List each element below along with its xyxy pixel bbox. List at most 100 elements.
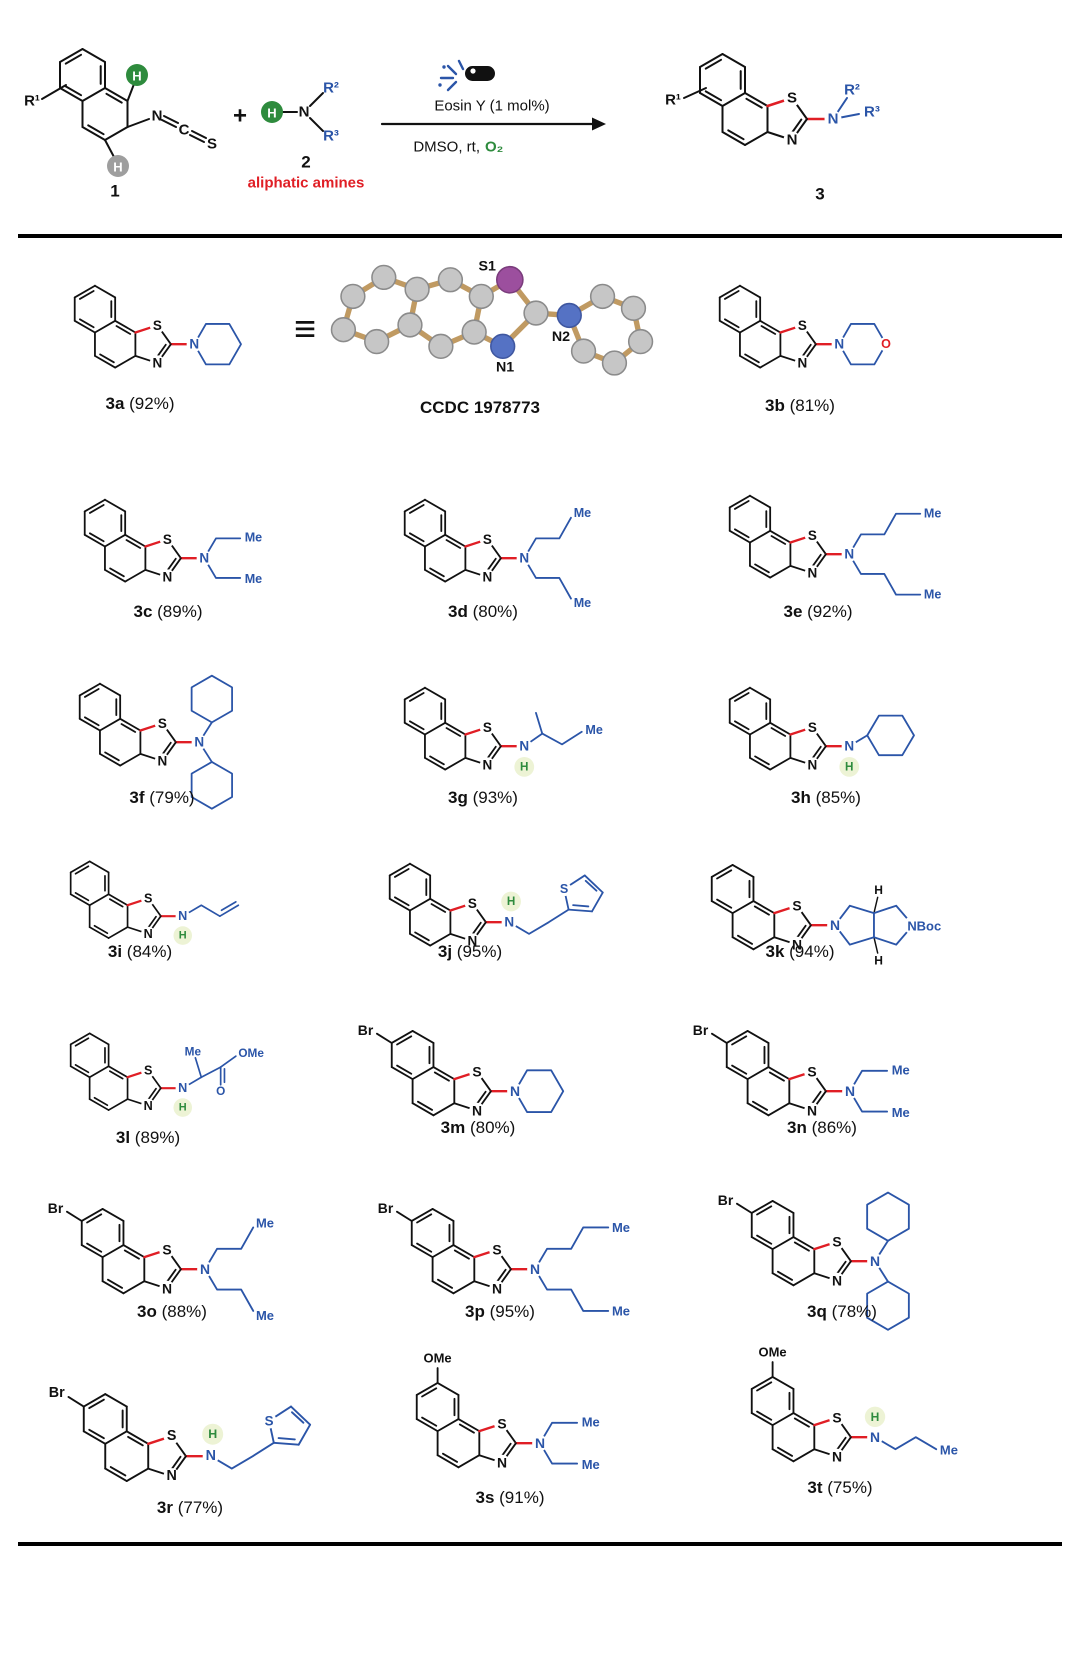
compound-yield: (93%) xyxy=(467,788,518,807)
svg-text:N: N xyxy=(199,551,209,566)
svg-text:N: N xyxy=(152,108,163,125)
compound-yield: (86%) xyxy=(806,1118,857,1137)
separator-bottom xyxy=(18,1542,1062,1546)
compound-id: 3i xyxy=(107,942,123,961)
svg-text:R³: R³ xyxy=(323,128,339,145)
svg-text:OMe: OMe xyxy=(424,1350,452,1365)
svg-text:R²: R² xyxy=(844,82,860,99)
compound-label-3a: 3a (92%) xyxy=(106,394,175,414)
svg-text:H: H xyxy=(507,895,515,908)
compound-id: 3h xyxy=(791,788,811,807)
compound-id: 3a xyxy=(105,394,125,413)
svg-text:N: N xyxy=(483,570,493,585)
svg-text:S: S xyxy=(468,896,477,911)
svg-text:H: H xyxy=(208,1427,217,1441)
svg-text:S: S xyxy=(560,882,568,896)
svg-text:S: S xyxy=(832,1410,841,1426)
svg-text:N: N xyxy=(468,934,478,949)
svg-text:N: N xyxy=(206,1448,216,1464)
compound-yield: (77%) xyxy=(173,1498,224,1517)
compound-yield: (75%) xyxy=(822,1478,873,1497)
compound-id: 3q xyxy=(807,1302,827,1321)
svg-text:OMe: OMe xyxy=(759,1344,787,1359)
svg-text:S: S xyxy=(144,1063,152,1077)
svg-text:N2: N2 xyxy=(552,329,570,345)
compound-id: 3t xyxy=(807,1478,823,1497)
svg-text:R¹: R¹ xyxy=(24,93,40,110)
compound-id: 3k xyxy=(765,942,785,961)
svg-text:Me: Me xyxy=(892,1105,910,1120)
svg-text:Me: Me xyxy=(256,1215,274,1230)
compound-yield: (84%) xyxy=(122,942,173,961)
svg-text:3: 3 xyxy=(815,185,824,204)
svg-text:N1: N1 xyxy=(496,360,514,376)
svg-text:N: N xyxy=(162,1281,172,1297)
compound-id: 3l xyxy=(115,1128,131,1147)
svg-text:S: S xyxy=(144,891,152,905)
svg-text:H: H xyxy=(845,760,853,773)
compound-yield: (95%) xyxy=(484,1302,535,1321)
compound-label-3o: 3o (88%) xyxy=(137,1302,207,1322)
svg-text:S: S xyxy=(162,1242,171,1258)
svg-text:N: N xyxy=(510,1083,520,1099)
compound-label-3b: 3b (81%) xyxy=(765,396,835,416)
compound-label-3f: 3f (79%) xyxy=(129,788,194,808)
svg-text:S: S xyxy=(492,1242,501,1258)
svg-text:S1: S1 xyxy=(479,259,497,275)
svg-text:N: N xyxy=(189,337,199,352)
svg-text:N: N xyxy=(807,1103,817,1119)
svg-text:N: N xyxy=(808,566,818,581)
svg-text:OMe: OMe xyxy=(238,1047,264,1060)
svg-text:Br: Br xyxy=(378,1200,394,1216)
compound-label-3j: 3j (95%) xyxy=(438,942,502,962)
svg-text:N: N xyxy=(194,735,204,750)
svg-text:N: N xyxy=(163,570,173,585)
svg-text:R²: R² xyxy=(323,80,339,97)
svg-text:N: N xyxy=(299,104,310,121)
svg-text:N: N xyxy=(497,1455,507,1471)
structure-3a: SNN xyxy=(73,284,242,371)
structure-3f: SNN xyxy=(78,674,233,810)
svg-text:aliphatic amines: aliphatic amines xyxy=(248,175,365,192)
svg-text:Me: Me xyxy=(245,572,262,586)
compound-label-3r: 3r (77%) xyxy=(157,1498,223,1518)
compound-id: 3p xyxy=(465,1302,485,1321)
svg-text:C: C xyxy=(179,122,190,139)
svg-text:O: O xyxy=(216,1085,225,1098)
svg-text:H: H xyxy=(179,930,187,942)
svg-text:N: N xyxy=(483,758,493,773)
compound-id: 3e xyxy=(783,602,803,621)
svg-text:N: N xyxy=(535,1435,545,1451)
svg-text:N: N xyxy=(472,1103,482,1119)
compound-yield: (89%) xyxy=(130,1128,181,1147)
svg-text:N: N xyxy=(787,132,798,149)
svg-text:Br: Br xyxy=(49,1385,65,1401)
compound-yield: (88%) xyxy=(156,1302,207,1321)
svg-text:N: N xyxy=(166,1468,176,1484)
svg-text:N: N xyxy=(834,337,844,352)
svg-text:NBoc: NBoc xyxy=(907,919,941,934)
svg-text:DMSO, rt,: DMSO, rt, xyxy=(413,139,480,156)
svg-text:H: H xyxy=(267,106,276,121)
svg-text:N: N xyxy=(158,754,168,769)
svg-text:Me: Me xyxy=(245,531,262,545)
svg-text:N: N xyxy=(844,547,854,562)
svg-text:H: H xyxy=(874,883,883,897)
svg-text:Br: Br xyxy=(693,1022,709,1038)
svg-text:N: N xyxy=(870,1429,880,1445)
compound-label-3n: 3n (86%) xyxy=(787,1118,857,1138)
svg-text:N: N xyxy=(178,909,187,923)
